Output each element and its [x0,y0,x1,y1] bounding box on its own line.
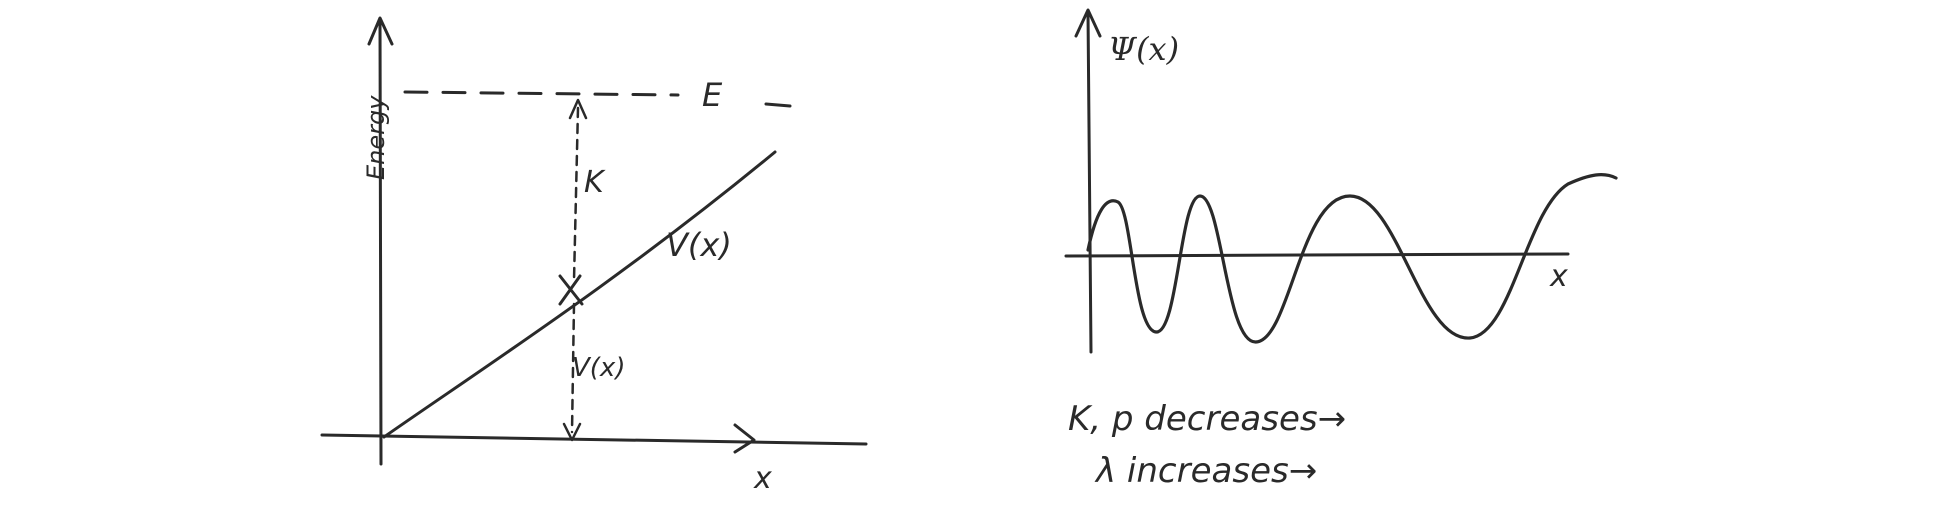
potential-value-arrow-head [562,422,582,442]
x-axis-line [320,433,868,446]
energy-axis-arrowhead [367,16,394,46]
energy-level-label: E [702,76,723,114]
psi-x-axis-label: x [1549,259,1568,294]
kinetic-arrow-line [572,106,580,282]
energy-level-tail [764,102,792,108]
momentum-note: K, p decreases→ [1068,399,1346,439]
wavefunction-curve [1086,173,1618,344]
energy-level-line [403,90,680,97]
psi-axis-line [1086,10,1093,354]
energy-axis-line [378,18,383,466]
energy-axis-label: Energy [362,95,390,180]
potential-value-label: V(x) [572,353,625,383]
psi-axis-label: Ψ(x) [1108,30,1179,68]
potential-curve-label: V(x) [666,226,732,264]
wavefunction-diagram: Ψ(x) x K, p decreases→ λ increases→ [1064,8,1618,491]
wavelength-note: λ increases→ [1094,451,1317,491]
psi-axis-arrowhead [1074,8,1102,38]
psi-x-axis-line [1064,252,1570,258]
energy-diagram: Energy E K V(x) V(x) x [320,16,868,496]
kinetic-arrow-top-head [568,98,588,120]
x-axis-arrowhead [733,423,756,454]
potential-value-arrow-line [570,302,576,434]
intersection-cross [558,274,584,306]
kinetic-label: K [584,165,606,200]
potential-line [382,150,777,439]
x-axis-label: x [753,461,772,496]
